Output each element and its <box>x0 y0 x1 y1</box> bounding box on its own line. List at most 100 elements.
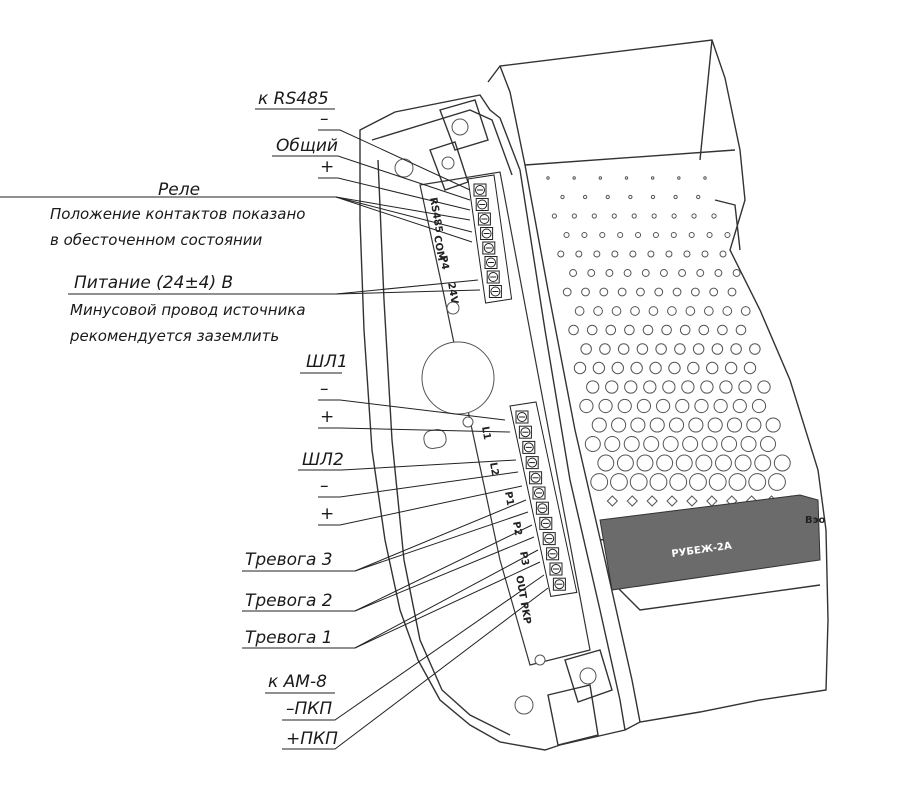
vent-hole <box>708 473 727 491</box>
vent-hole <box>630 417 646 433</box>
vent-hole <box>698 324 710 336</box>
vent-hole <box>573 361 587 375</box>
vent-hole <box>757 380 771 394</box>
label-relay-note-2: в обесточенном состоянии <box>50 231 263 249</box>
vent-hole <box>707 417 723 433</box>
vent-hole <box>686 495 698 507</box>
vent-hole <box>666 495 678 507</box>
vent-hole <box>580 343 592 355</box>
board-label-l2: L2 <box>487 462 500 477</box>
vent-hole <box>670 231 677 239</box>
terminal-block-bottom <box>509 401 578 597</box>
vent-hole <box>713 398 728 414</box>
vent-hole <box>647 250 655 258</box>
label-shl1-plus: + <box>320 407 334 427</box>
vent-hole <box>617 343 630 355</box>
vent-hole <box>711 213 717 219</box>
vent-hole <box>624 380 638 394</box>
vent-hole <box>687 361 700 375</box>
vent-hole <box>673 194 678 200</box>
vent-hole <box>688 231 695 239</box>
vent-hole <box>722 306 733 316</box>
label-shl2-plus: + <box>320 504 334 524</box>
vent-hole <box>598 398 613 414</box>
cable-knockout <box>421 341 495 415</box>
vent-hole <box>740 306 751 316</box>
vent-hole <box>726 417 743 433</box>
vent-hole <box>568 324 579 336</box>
vent-hole <box>703 306 714 316</box>
vent-hole <box>591 417 607 433</box>
vent-hole <box>740 436 757 452</box>
board-label-24v: 24V <box>445 282 460 305</box>
vent-hole <box>649 473 668 491</box>
board-label-p1: P1 <box>502 491 515 507</box>
vent-hole <box>732 398 747 414</box>
vent-hole <box>724 231 731 239</box>
vent-hole <box>560 194 565 200</box>
vent-hole <box>685 306 696 316</box>
vent-hole <box>628 194 633 200</box>
vent-hole <box>635 231 642 239</box>
label-rs485: к RS485 <box>258 89 329 109</box>
vent-hole <box>631 213 637 219</box>
vent-hole <box>683 250 691 258</box>
vent-hole <box>590 473 609 491</box>
vent-hole <box>616 454 634 472</box>
board-label-l1: L1 <box>479 426 492 441</box>
vent-hole <box>679 324 691 336</box>
screw-hole-bottom <box>514 695 534 715</box>
vent-hole <box>571 213 577 219</box>
vent-hole <box>715 454 732 472</box>
vent-hole <box>611 250 619 258</box>
vent-hole <box>636 343 649 355</box>
vent-hole <box>688 417 704 433</box>
vent-hole <box>617 231 624 239</box>
label-relay-note-1: Положение контактов показано <box>50 205 305 223</box>
mounting-slot <box>423 428 447 450</box>
label-power-note-2: рекомендуется заземлить <box>69 327 279 345</box>
vent-hole <box>681 380 695 394</box>
vent-hole <box>569 269 578 277</box>
vent-hole <box>765 417 781 433</box>
vent-hole <box>605 324 617 336</box>
vent-hole <box>598 176 603 180</box>
vent-hole <box>597 454 615 472</box>
vent-hole <box>643 436 660 452</box>
vent-hole <box>586 380 600 394</box>
vent-hole <box>709 287 719 297</box>
vent-hole <box>646 495 658 507</box>
vent-hole <box>760 436 776 452</box>
vent-hole <box>672 287 682 297</box>
label-alarm-3: Тревога 3 <box>245 550 333 570</box>
vent-hole <box>701 436 718 452</box>
vent-hole <box>636 454 654 472</box>
label-alarm-1: Тревога 1 <box>245 628 333 648</box>
bottom-clamp <box>547 649 613 746</box>
vent-hole <box>721 436 738 452</box>
board-label-p2: P2 <box>510 521 523 537</box>
vent-hole <box>735 324 747 336</box>
vent-hole <box>654 287 664 297</box>
vent-hole <box>711 343 724 355</box>
label-rs485-plus: + <box>320 157 334 177</box>
vent-hole <box>581 287 590 297</box>
vent-hole <box>659 269 668 277</box>
vent-hole <box>636 398 652 414</box>
label-shl1: ШЛ1 <box>306 352 348 372</box>
vent-hole <box>587 269 596 277</box>
vent-hole <box>743 361 757 375</box>
board-label-p3: P3 <box>517 551 530 567</box>
vent-hole <box>674 343 686 355</box>
vent-hole <box>655 343 667 355</box>
vent-hole <box>563 231 570 239</box>
vent-hole <box>751 398 767 414</box>
vent-hole <box>717 324 728 336</box>
vent-hole <box>599 343 611 355</box>
vent-hole <box>656 398 671 414</box>
vent-hole <box>629 250 637 258</box>
vent-hole <box>754 454 772 472</box>
label-power-note-1: Минусовой провод источника <box>70 301 306 319</box>
vent-hole <box>592 361 606 375</box>
board-label-p4: P4 <box>437 255 450 271</box>
